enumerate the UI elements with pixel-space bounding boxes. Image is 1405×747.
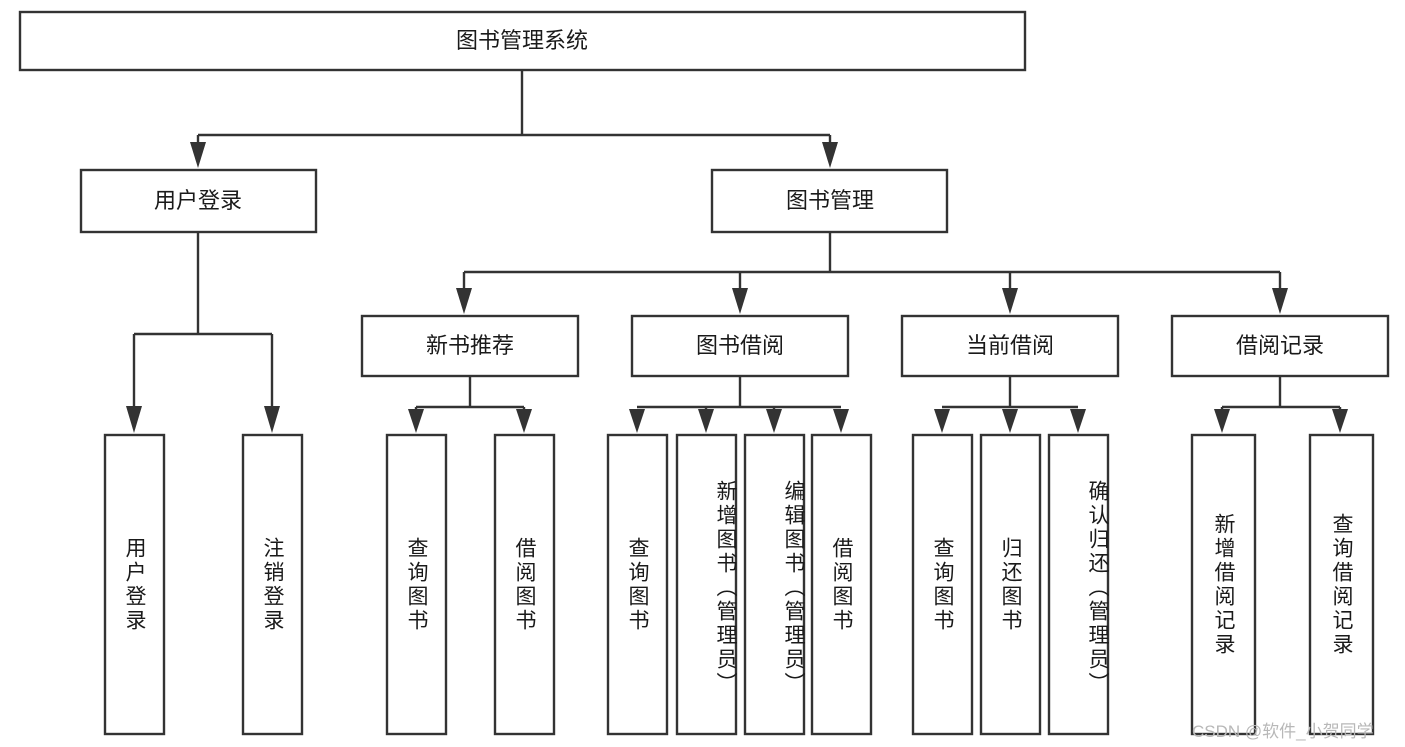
label-current-borrow: 当前借阅 — [966, 333, 1054, 358]
node-leaf-edit-book-admin[interactable] — [743, 433, 806, 736]
node-leaf-add-borrow-record[interactable] — [1190, 433, 1257, 736]
arrowhead-book-mgmt — [822, 142, 838, 168]
node-leaf-query-borrow-record[interactable] — [1308, 433, 1375, 736]
node-leaf-confirm-return-admin[interactable] — [1047, 433, 1110, 736]
arrowhead-leaf-user-login — [126, 406, 142, 433]
node-leaf-add-book-admin[interactable] — [675, 433, 738, 736]
label-book-borrow: 图书借阅 — [696, 333, 784, 358]
label-new-book-recommend: 新书推荐 — [426, 333, 514, 358]
arrowhead-currentborrow-leaf-3 — [1070, 409, 1086, 433]
arrowhead-newbook-leaf-2 — [516, 409, 532, 433]
arrowhead-borrowrecords-leaf-1 — [1214, 409, 1230, 433]
node-leaf-query-book-1[interactable] — [385, 433, 448, 736]
label-borrow-records: 借阅记录 — [1236, 333, 1324, 358]
node-leaf-return-book[interactable] — [979, 433, 1042, 736]
node-leaf-borrow-book-1[interactable] — [493, 433, 556, 736]
arrowhead-bookborrow-leaf-3 — [766, 409, 782, 433]
horizontal-labels-group: 图书管理系统 用户登录 图书管理 新书推荐 图书借阅 当前借阅 借阅记录 — [154, 28, 1324, 358]
node-book-management[interactable] — [710, 168, 949, 234]
label-root: 图书管理系统 — [456, 28, 588, 53]
node-root[interactable] — [18, 10, 1027, 72]
connectors-group — [126, 70, 1348, 433]
arrowhead-book-borrow — [732, 288, 748, 314]
arrowhead-leaf-logout — [264, 406, 280, 433]
node-current-borrow[interactable] — [900, 314, 1120, 378]
node-leaf-query-book-2[interactable] — [606, 433, 669, 736]
node-leaf-borrow-book-2[interactable] — [810, 433, 873, 736]
node-leaf-query-book-3[interactable] — [911, 433, 974, 736]
node-new-book-recommend[interactable] — [360, 314, 580, 378]
node-leaf-logout[interactable] — [241, 433, 304, 736]
arrowhead-newbook-leaf-1 — [408, 409, 424, 433]
arrowhead-currentborrow-leaf-1 — [934, 409, 950, 433]
arrowhead-new-book-recommend — [456, 288, 472, 314]
arrowhead-borrow-records — [1272, 288, 1288, 314]
node-user-login[interactable] — [79, 168, 318, 234]
arrowhead-bookborrow-leaf-2 — [698, 409, 714, 433]
label-user-login: 用户登录 — [154, 188, 242, 213]
arrowhead-current-borrow — [1002, 288, 1018, 314]
watermark-text: CSDN @软件_小贺同学 — [1192, 722, 1374, 741]
node-book-borrow[interactable] — [630, 314, 850, 378]
node-leaf-user-login[interactable] — [103, 433, 166, 736]
label-book-management: 图书管理 — [786, 188, 874, 213]
nodes-group — [18, 10, 1390, 736]
arrowhead-user-login — [190, 142, 206, 168]
arrowhead-borrowrecords-leaf-2 — [1332, 409, 1348, 433]
arrowhead-bookborrow-leaf-4 — [833, 409, 849, 433]
node-borrow-records[interactable] — [1170, 314, 1390, 378]
arrowhead-currentborrow-leaf-2 — [1002, 409, 1018, 433]
arrowhead-bookborrow-leaf-1 — [629, 409, 645, 433]
